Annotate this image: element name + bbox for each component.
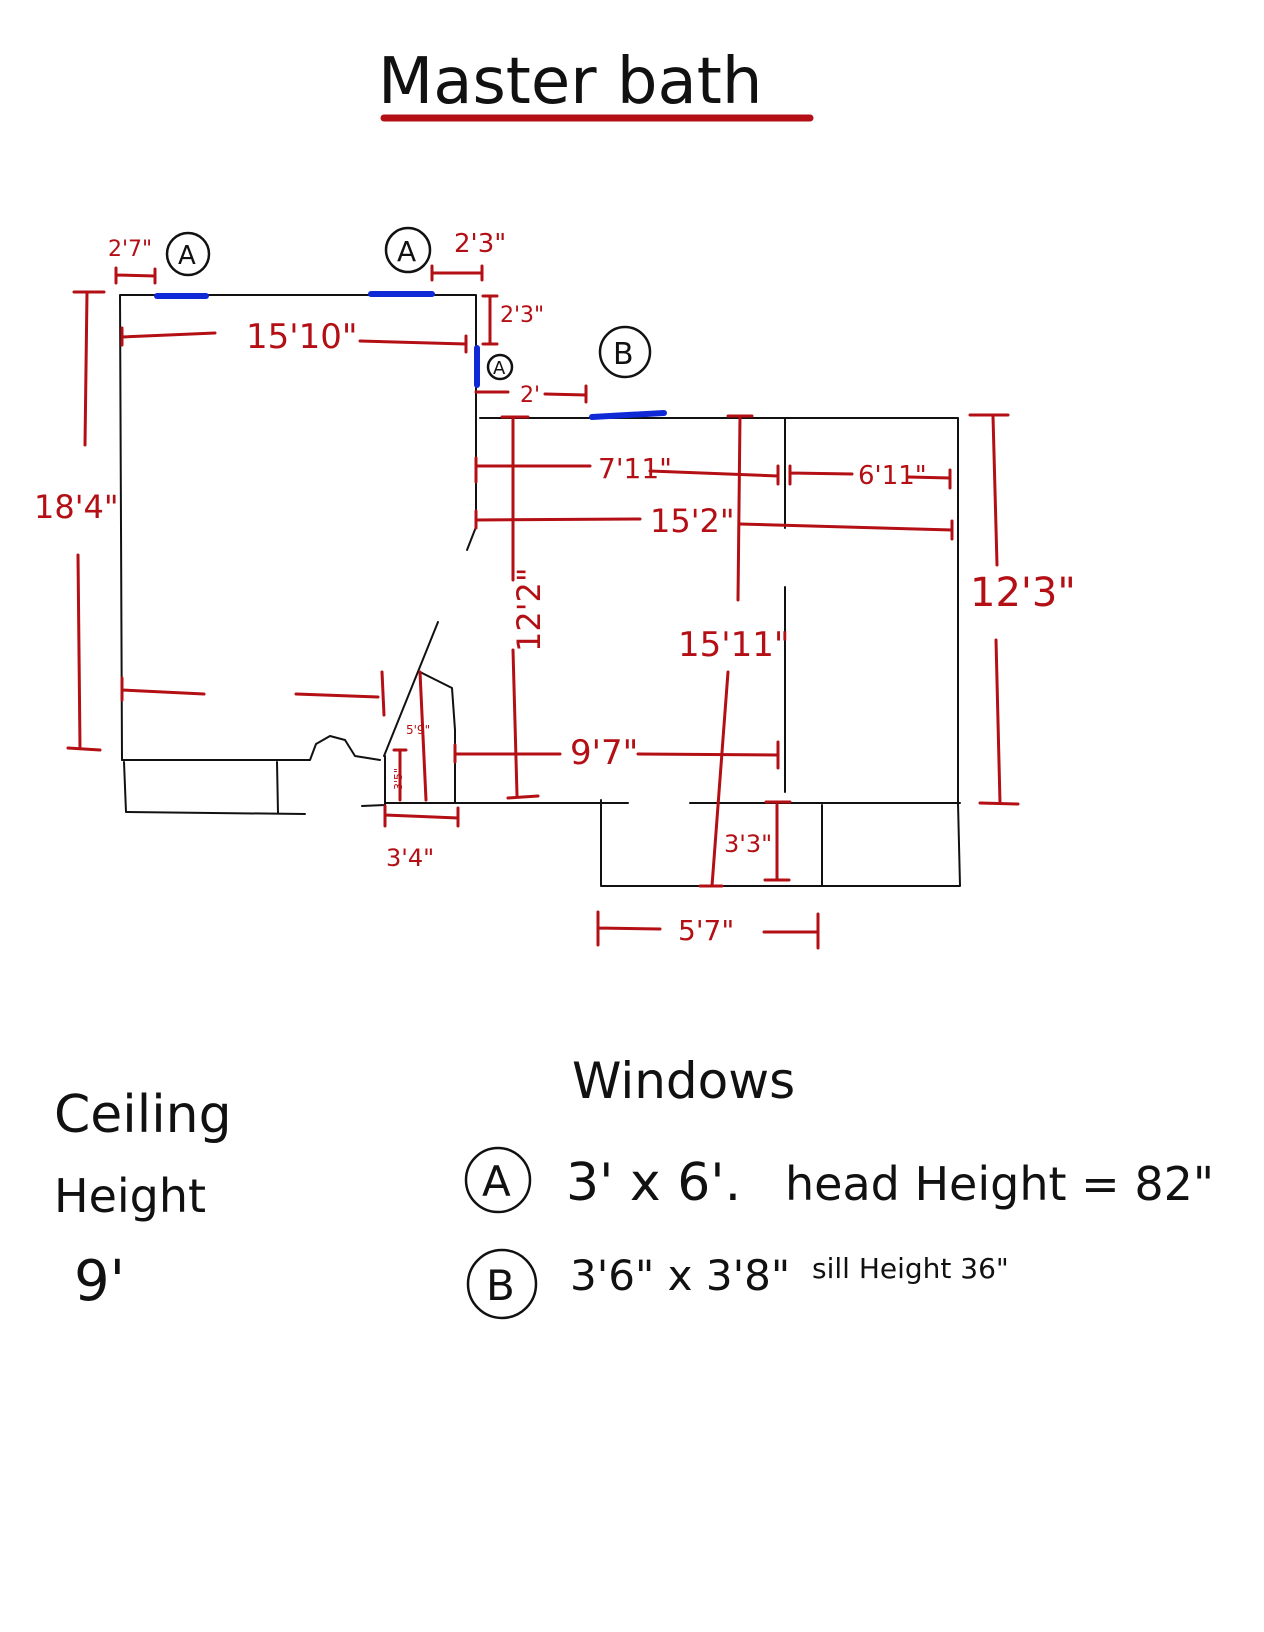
mark-circle-a3 [486,353,514,381]
mark-a2: A [397,235,416,268]
legend-mark-b: B [486,1261,515,1310]
mark-b: B [613,337,634,372]
walls [119,294,961,887]
label-small-height-b: 3'5" [392,768,405,790]
dim-line-alcove-depth [763,800,792,882]
mark-circle-a1 [165,231,211,277]
label-small-height-a: 5'9" [406,723,430,737]
ceiling-line2: Height [54,1169,206,1223]
ceiling-line1: Ceiling [54,1085,232,1145]
label-top-right-offset: 2'3" [454,229,506,259]
label-right-wall-offset: 2'3" [500,303,544,328]
vanity-outline [121,735,381,761]
ceiling-value: 9' [74,1249,125,1314]
label-diagonal-span: 15'11" [678,625,790,665]
mark-circle-a2 [384,226,432,274]
label-lower-width: 9'7" [570,733,638,773]
label-step-offset: 2' [520,383,540,408]
dim-line-alcove-width [596,910,820,950]
legend-mark-a: A [482,1157,511,1206]
dim-line-top-right-offset [430,264,484,282]
dimension-labels: 2'7" 2'3" 2'3" 15'10" 18'4" 2' 7'11" 6'1… [34,229,1076,947]
window-marks: A A A B [165,226,652,381]
dim-line-diagonal-span [698,414,754,888]
dim-line-small-height-a [418,670,428,802]
legend-circle-b [466,1248,538,1320]
dim-line-inner-height [500,415,540,800]
vanity-divider [276,761,279,814]
mark-a3: A [493,358,506,379]
mark-a1: A [178,241,196,271]
window-b-top [589,410,667,420]
label-left-room-width: 15'10" [246,317,358,357]
legend-b-note: sill Height 36" [812,1252,1009,1285]
right-room-top-wall [479,417,959,804]
dim-line-right-wall-offset [481,294,499,346]
door-swing-line [383,621,439,757]
dimension-lines [66,264,1020,950]
label-right-room-width: 15'2" [650,502,735,540]
mark-circle-b [598,325,652,379]
dim-line-vanity [120,670,386,717]
ceiling-height-note: Ceiling Height 9' [54,1085,232,1314]
label-right-inner-width: 7'11" [598,452,672,485]
dim-line-left-room-width [120,326,468,354]
wall-return [361,755,386,807]
dim-line-right-inner-width [474,456,780,486]
label-inner-height: 12'2" [510,567,548,652]
label-alcove-depth: 3'3" [724,830,772,858]
door-jamb-upper [466,526,477,551]
dim-line-small-width [383,804,460,828]
dim-line-right-room-width [474,509,954,541]
legend-b-size: 3'6" x 3'8" [570,1251,790,1300]
left-room-walls [119,294,477,761]
dim-line-left-room-height [66,290,106,752]
alcove-outline [600,799,961,887]
angled-wall [419,671,456,731]
sheet-title: Master bath [378,45,762,119]
windows-legend: Windows A 3' x 6'. head Height = 82" B 3… [464,1052,1214,1320]
label-left-room-height: 18'4" [34,488,119,526]
windows-heading: Windows [572,1052,795,1110]
label-small-width: 3'4" [386,844,434,872]
dim-line-small-height-b [392,748,408,802]
dim-line-step-offset [474,384,588,404]
label-top-left-offset: 2'7" [108,237,152,262]
legend-circle-a [464,1146,532,1214]
label-closet-width: 6'11" [858,461,927,491]
dim-line-lower-width [453,740,780,770]
dim-line-closet-width [788,464,952,490]
dim-line-top-left-offset [114,266,157,285]
legend-a-note: head Height = 82" [785,1157,1214,1211]
label-right-room-height: 12'3" [970,570,1076,616]
vanity-cabinet [123,761,306,815]
dim-line-right-room-height [968,413,1020,806]
label-alcove-width: 5'7" [678,914,734,947]
windows-on-plan [154,291,667,420]
legend-a-size: 3' x 6'. [566,1153,741,1213]
